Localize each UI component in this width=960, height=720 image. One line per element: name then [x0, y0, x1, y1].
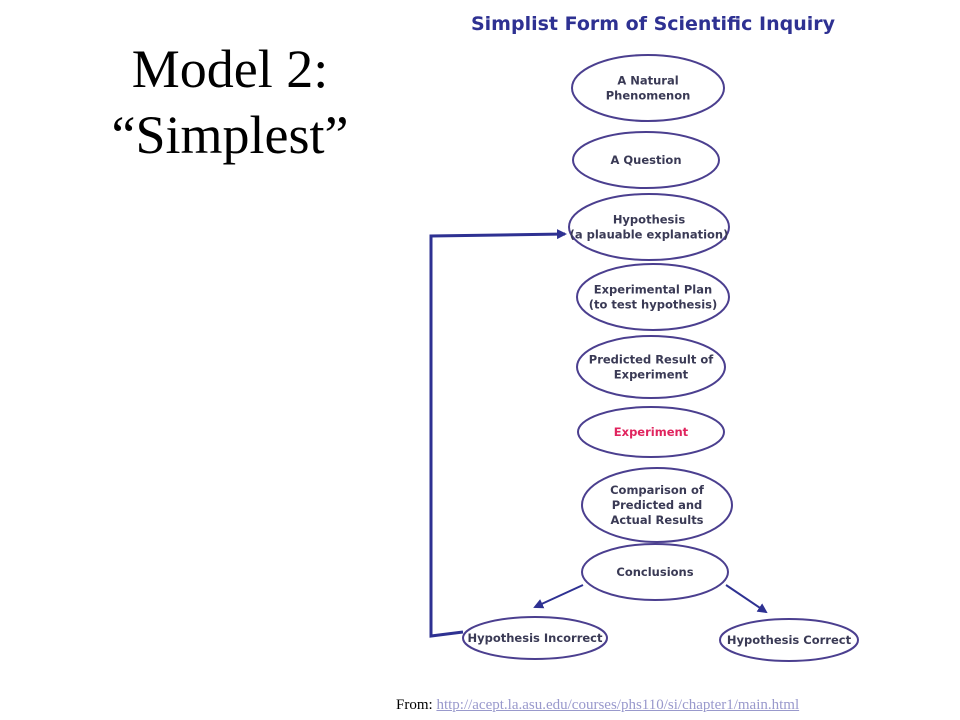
node-predicted-label: Experiment [614, 368, 689, 382]
node-plan-label: Experimental Plan [594, 283, 712, 297]
node-comparison-label: Predicted and [612, 498, 703, 512]
node-experiment-shape [577, 406, 725, 458]
node-phenomenon-label: A Natural [617, 74, 678, 88]
node-conclusions: Conclusions [581, 543, 729, 601]
node-predicted-shape [576, 335, 726, 399]
slide-title-line-1: Model 2: [131, 39, 329, 99]
edge-conclusions-to-incorrect [533, 584, 584, 609]
node-correct-shape [719, 618, 859, 662]
node-experiment-label: Experiment [614, 425, 689, 439]
node-incorrect-label: Hypothesis Incorrect [467, 631, 603, 645]
node-incorrect-shape [462, 616, 608, 660]
node-comparison-label: Comparison of [610, 483, 705, 497]
slide-title: Model 2: “Simplest” [40, 36, 420, 168]
node-experiment: Experiment [577, 406, 725, 458]
node-conclusions-shape [581, 543, 729, 601]
node-hypothesis: Hypothesis(a plauable explanation) [568, 193, 730, 261]
node-hypothesis-shape [568, 193, 730, 261]
node-phenomenon-shape [571, 54, 725, 122]
node-hypothesis-label: Hypothesis [613, 213, 686, 227]
node-plan-shape [576, 263, 730, 331]
node-predicted-label: Predicted Result of [589, 353, 714, 367]
source-prefix: From: [396, 697, 437, 713]
node-incorrect: Hypothesis Incorrect [462, 616, 608, 660]
node-comparison-shape [581, 467, 733, 543]
node-phenomenon-label: Phenomenon [606, 89, 691, 103]
diagram-edges [429, 229, 768, 638]
node-plan-label: (to test hypothesis) [589, 298, 718, 312]
slide-title-line-2: “Simplest” [111, 105, 349, 165]
edge-conclusions-to-correct [725, 584, 768, 614]
node-conclusions-label: Conclusions [616, 565, 693, 579]
node-question-label: A Question [610, 153, 681, 167]
node-correct-label: Hypothesis Correct [727, 633, 852, 647]
node-question: A Question [572, 131, 720, 189]
diagram-title: Simplist Form of Scientific Inquiry [471, 13, 836, 35]
node-plan: Experimental Plan(to test hypothesis) [576, 263, 730, 331]
node-comparison-label: Actual Results [610, 513, 703, 527]
node-question-shape [572, 131, 720, 189]
node-hypothesis-label: (a plauable explanation) [570, 228, 729, 242]
source-link[interactable]: http://acept.la.asu.edu/courses/phs110/s… [436, 697, 800, 713]
edge-feedback-loop [429, 229, 567, 638]
source-citation: From: http://acept.la.asu.edu/courses/ph… [396, 697, 799, 714]
node-correct: Hypothesis Correct [719, 618, 859, 662]
